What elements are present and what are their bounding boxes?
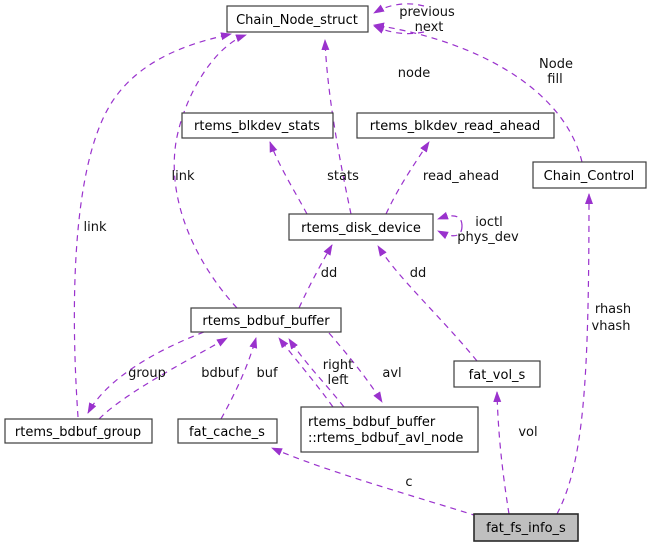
- edge-rhash-vhash: [556, 193, 593, 515]
- edge-link-from-bdbuf-buffer: [173, 34, 247, 309]
- node-fat-cache-s-label: fat_cache_s: [189, 425, 265, 440]
- node-rtems-bdbuf-group-label: rtems_bdbuf_group: [15, 425, 141, 440]
- edge-label-link-group: link: [84, 220, 107, 235]
- edge-right: [278, 337, 334, 408]
- edge-vol: [493, 391, 510, 515]
- edge-buf: [220, 337, 258, 420]
- node-fat-fs-info-s-label: fat_fs_info_s: [486, 521, 566, 536]
- node-rtems-bdbuf-buffer-label: rtems_bdbuf_buffer: [202, 314, 330, 329]
- node-rtems-blkdev-stats[interactable]: rtems_blkdev_stats: [181, 112, 334, 139]
- node-chain-node-struct[interactable]: Chain_Node_struct: [226, 5, 369, 33]
- node-rtems-bdbuf-buffer[interactable]: rtems_bdbuf_buffer: [190, 307, 342, 333]
- node-rtems-bdbuf-group[interactable]: rtems_bdbuf_group: [4, 418, 153, 444]
- node-chain-control[interactable]: Chain_Control: [532, 161, 647, 189]
- node-rtems-disk-device[interactable]: rtems_disk_device: [288, 213, 434, 241]
- node-rtems-disk-device-box: [288, 213, 434, 241]
- edge-label-node-fill-line1: Node: [539, 57, 573, 72]
- edge-label-node: node: [398, 66, 430, 81]
- edge-stats: [269, 141, 308, 215]
- edge-label-dd-buffer: dd: [321, 266, 338, 281]
- edge-label-phys-dev: phys_dev: [457, 230, 519, 245]
- edge-left: [288, 338, 345, 408]
- node-fat-cache-s[interactable]: fat_cache_s: [177, 418, 278, 444]
- edge-label-ioctl: ioctl: [475, 215, 502, 230]
- edge-label-link-buffer: link: [172, 169, 195, 184]
- node-rtems-blkdev-stats-label: rtems_blkdev_stats: [194, 119, 320, 134]
- node-chain-control-label: Chain_Control: [544, 169, 635, 184]
- edge-physdev-self-loop-lower: [437, 225, 463, 240]
- node-rtems-bdbuf-avl-node[interactable]: rtems_bdbuf_buffer ::rtems_bdbuf_avl_nod…: [300, 406, 479, 453]
- edge-label-left: left: [327, 373, 348, 388]
- edge-c: [271, 447, 478, 517]
- node-fat-vol-s[interactable]: fat_vol_s: [453, 360, 541, 388]
- node-rtems-bdbuf-avl-node-label-line2: ::rtems_bdbuf_avl_node: [308, 431, 463, 446]
- node-rtems-disk-device-label: rtems_disk_device: [301, 221, 421, 236]
- edge-label-avl: avl: [382, 366, 401, 381]
- edge-label-right: right: [323, 358, 354, 373]
- edge-label-group: group: [128, 366, 166, 381]
- node-chain-node-struct-box: [226, 5, 369, 33]
- edge-group: [87, 331, 205, 414]
- node-rtems-blkdev-stats-box: [181, 112, 334, 139]
- edge-link-from-bdbuf-group: [73, 32, 232, 418]
- edge-read-ahead: [385, 141, 430, 215]
- node-chain-node-struct-label: Chain_Node_struct: [236, 13, 358, 28]
- node-rtems-bdbuf-group-box: [4, 418, 153, 444]
- edge-label-c: c: [405, 475, 412, 490]
- node-rtems-bdbuf-avl-node-label-line1: rtems_bdbuf_buffer: [308, 415, 436, 430]
- node-fat-vol-s-label: fat_vol_s: [469, 368, 526, 383]
- edge-label-read-ahead: read_ahead: [423, 169, 499, 184]
- edge-ioctl-self-loop-upper: [437, 211, 463, 227]
- node-rtems-bdbuf-buffer-box: [190, 307, 342, 333]
- edge-label-buf: buf: [256, 366, 277, 381]
- edge-bdbuf: [98, 337, 228, 420]
- edge-node-from-disk-device: [321, 39, 352, 215]
- node-rtems-bdbuf-avl-node-box: [300, 406, 479, 453]
- edge-node-fill-from-chain-control: [373, 22, 583, 163]
- edge-dd-from-bdbuf-buffer: [298, 244, 333, 309]
- edge-label-rhash: rhash: [595, 302, 631, 317]
- edge-label-previous: previous: [399, 5, 455, 20]
- edge-avl: [328, 332, 383, 403]
- node-fat-vol-s-box: [453, 360, 541, 388]
- edge-label-vhash: vhash: [592, 319, 631, 334]
- node-rtems-blkdev-read-ahead-label: rtems_blkdev_read_ahead: [370, 119, 540, 134]
- edge-previous-self-loop: [373, 3, 425, 14]
- node-fat-cache-s-box: [177, 418, 278, 444]
- edge-label-dd-vol: dd: [410, 266, 427, 281]
- node-fat-fs-info-s[interactable]: fat_fs_info_s: [473, 513, 579, 542]
- edge-label-vol: vol: [518, 425, 537, 440]
- edge-dd-from-fat-vol: [377, 245, 478, 362]
- node-rtems-blkdev-read-ahead-box: [356, 112, 555, 139]
- edge-label-bdbuf: bdbuf: [201, 366, 239, 381]
- edge-label-next: next: [415, 20, 444, 35]
- edge-label-stats: stats: [327, 169, 359, 184]
- node-rtems-blkdev-read-ahead[interactable]: rtems_blkdev_read_ahead: [356, 112, 555, 139]
- edge-next-self-loop: [373, 25, 425, 35]
- node-chain-control-box: [532, 161, 647, 189]
- node-fat-fs-info-s-box: [473, 513, 579, 542]
- edge-label-node-fill-line2: fill: [547, 72, 562, 87]
